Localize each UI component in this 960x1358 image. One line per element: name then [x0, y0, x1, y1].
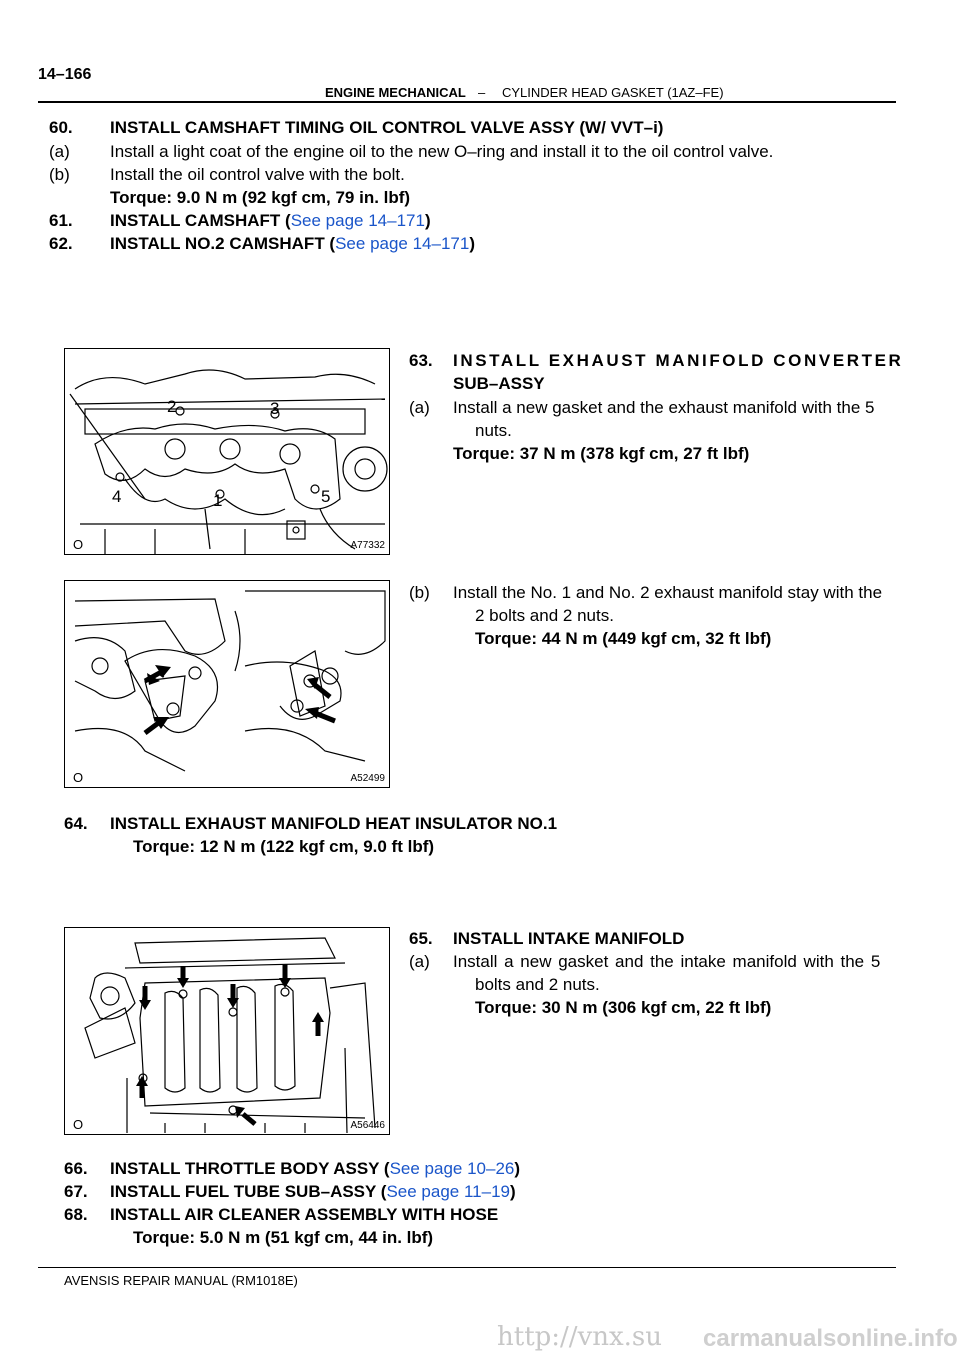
callout-3: 3: [270, 399, 280, 418]
step-64-title: INSTALL EXHAUST MANIFOLD HEAT INSULATOR …: [110, 814, 558, 833]
figure-id: A56446: [350, 1120, 385, 1131]
step-65-title: INSTALL INTAKE MANIFOLD: [453, 929, 685, 948]
figure-manifold-stay: O A52499: [64, 580, 390, 788]
step-60b-text: Install the oil control valve with the b…: [110, 165, 405, 184]
step-63a-line1: Install a new gasket and the exhaust man…: [453, 398, 875, 417]
step-60-title: INSTALL CAMSHAFT TIMING OIL CONTROL VALV…: [110, 118, 664, 137]
header-rule: [38, 101, 896, 103]
step-64-number: 64.: [64, 814, 88, 833]
step-65-number: 65.: [409, 929, 433, 948]
intake-manifold-drawing: [84, 937, 376, 1134]
step-60b-torque: Torque: 9.0 N m (92 kgf cm, 79 in. lbf): [110, 188, 411, 207]
watermark-link[interactable]: http://vnx.su: [497, 1322, 663, 1352]
callout-1: 1: [213, 491, 223, 510]
step-63-title-line1: INSTALL EXHAUST MANIFOLD CONVERTER: [453, 351, 904, 370]
step-63b-line1: Install the No. 1 and No. 2 exhaust mani…: [453, 583, 883, 602]
manifold-stay-drawing: [74, 590, 386, 772]
step-67-link[interactable]: See page 11–19: [386, 1182, 510, 1201]
step-63a-number: (a): [409, 398, 430, 417]
step-68-torque: Torque: 5.0 N m (51 kgf cm, 44 in. lbf): [133, 1228, 434, 1247]
watermark-site[interactable]: carmanualsonline.info: [703, 1325, 958, 1352]
figure-id: A52499: [350, 773, 385, 784]
callout-5: 5: [321, 487, 331, 506]
step-61-link[interactable]: See page 14–171: [290, 211, 425, 230]
step-60b-number: (b): [49, 165, 70, 184]
figure-intake-manifold: O A56446: [64, 927, 390, 1135]
step-67-close: ): [509, 1182, 516, 1201]
step-64-torque: Torque: 12 N m (122 kgf cm, 9.0 ft lbf): [133, 837, 435, 856]
step-65a-line1: Install a new gasket and the intake mani…: [453, 952, 881, 971]
step-61-number: 61.: [49, 211, 73, 230]
step-62-link[interactable]: See page 14–171: [335, 234, 470, 253]
callout-4: 4: [112, 487, 122, 506]
step-66-close: ): [514, 1159, 521, 1178]
step-63-title-line2: SUB–ASSY: [453, 374, 545, 393]
footer-rule: [38, 1267, 896, 1268]
step-67-number: 67.: [64, 1182, 88, 1201]
step-63b-torque: Torque: 44 N m (449 kgf cm, 32 ft lbf): [475, 629, 772, 648]
step-60-number: 60.: [49, 118, 73, 137]
step-66-text: INSTALL THROTTLE BODY ASSY (: [110, 1159, 390, 1178]
exhaust-manifold-drawing: [69, 369, 388, 554]
step-61-close: ): [424, 211, 431, 230]
step-63-number: 63.: [409, 351, 433, 370]
footer-manual: AVENSIS REPAIR MANUAL (RM1018E): [64, 1273, 298, 1288]
step-63a-torque: Torque: 37 N m (378 kgf cm, 27 ft lbf): [453, 444, 750, 463]
step-61-text: INSTALL CAMSHAFT (: [110, 211, 291, 230]
step-60a-text: Install a light coat of the engine oil t…: [110, 142, 774, 161]
figure-mark: O: [73, 1117, 84, 1132]
step-65a-number: (a): [409, 952, 430, 971]
step-62-number: 62.: [49, 234, 73, 253]
callout-2: 2: [167, 397, 177, 416]
page-number: 14–166: [38, 66, 92, 83]
header-separator: –: [478, 85, 486, 100]
figure-id: A77332: [350, 540, 385, 551]
step-62-close: ): [469, 234, 476, 253]
step-61-title: INSTALL CAMSHAFT (See page 14–171): [110, 210, 431, 232]
step-66-number: 66.: [64, 1159, 88, 1178]
step-68-number: 68.: [64, 1205, 88, 1224]
step-68-title: INSTALL AIR CLEANER ASSEMBLY WITH HOSE: [110, 1205, 499, 1224]
figure-mark: O: [73, 537, 84, 552]
step-65a-torque: Torque: 30 N m (306 kgf cm, 22 ft lbf): [475, 998, 772, 1017]
figure-mark: O: [73, 770, 84, 785]
step-67-title: INSTALL FUEL TUBE SUB–ASSY (See page 11–…: [110, 1181, 516, 1203]
step-60a-number: (a): [49, 142, 70, 161]
step-62-title: INSTALL NO.2 CAMSHAFT (See page 14–171): [110, 233, 475, 255]
step-65a-line2: bolts and 2 nuts.: [475, 975, 600, 994]
step-66-title: INSTALL THROTTLE BODY ASSY (See page 10–…: [110, 1158, 520, 1180]
step-63b-number: (b): [409, 583, 430, 602]
step-67-text: INSTALL FUEL TUBE SUB–ASSY (: [110, 1182, 387, 1201]
section-title: ENGINE MECHANICAL: [325, 85, 466, 100]
step-62-text: INSTALL NO.2 CAMSHAFT (: [110, 234, 336, 253]
figure-exhaust-manifold: 2 3 4 1 5 O A77332: [64, 348, 390, 555]
step-66-link[interactable]: See page 10–26: [389, 1159, 515, 1178]
step-63a-line2: nuts.: [475, 421, 512, 440]
subsection-title: CYLINDER HEAD GASKET (1AZ–FE): [502, 85, 724, 100]
step-63b-line2: 2 bolts and 2 nuts.: [475, 606, 614, 625]
